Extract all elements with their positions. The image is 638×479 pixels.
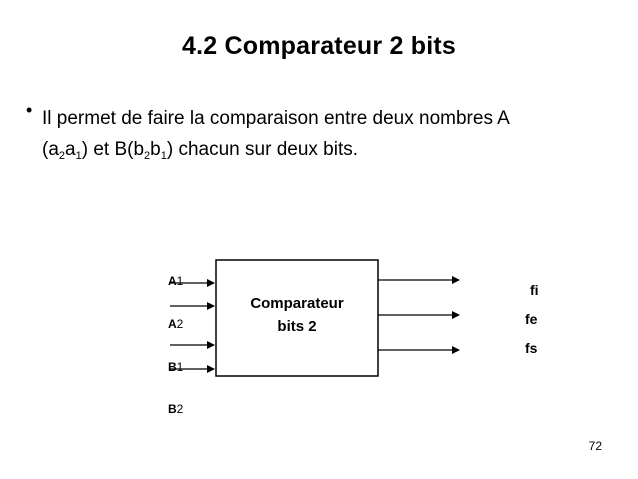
- box-label-line-2: bits 2: [277, 318, 316, 335]
- paragraph-line-2: (a2a1) et B(b2b1) chacun sur deux bits.: [42, 139, 359, 162]
- box-label-line-1: Comparateur: [250, 295, 344, 312]
- output-label-fi: fi: [530, 282, 539, 298]
- output-label-fe: fe: [525, 311, 538, 327]
- bullet-marker: •: [26, 100, 33, 120]
- comparator-box: [215, 259, 379, 377]
- paragraph-line-1: Il permet de faire la comparaison entre …: [42, 108, 510, 129]
- bullet-paragraph: Il permet de faire la comparaison entre …: [42, 103, 622, 165]
- input-label-b2: B2: [168, 402, 184, 416]
- output-label-fs: fs: [525, 340, 538, 356]
- slide-title: 4.2 Comparateur 2 bits: [182, 32, 456, 60]
- input-label-b1: B1: [168, 360, 184, 374]
- input-label-a2: A2: [168, 317, 184, 331]
- input-label-a1: A1: [168, 274, 184, 288]
- page-number: 72: [588, 439, 602, 453]
